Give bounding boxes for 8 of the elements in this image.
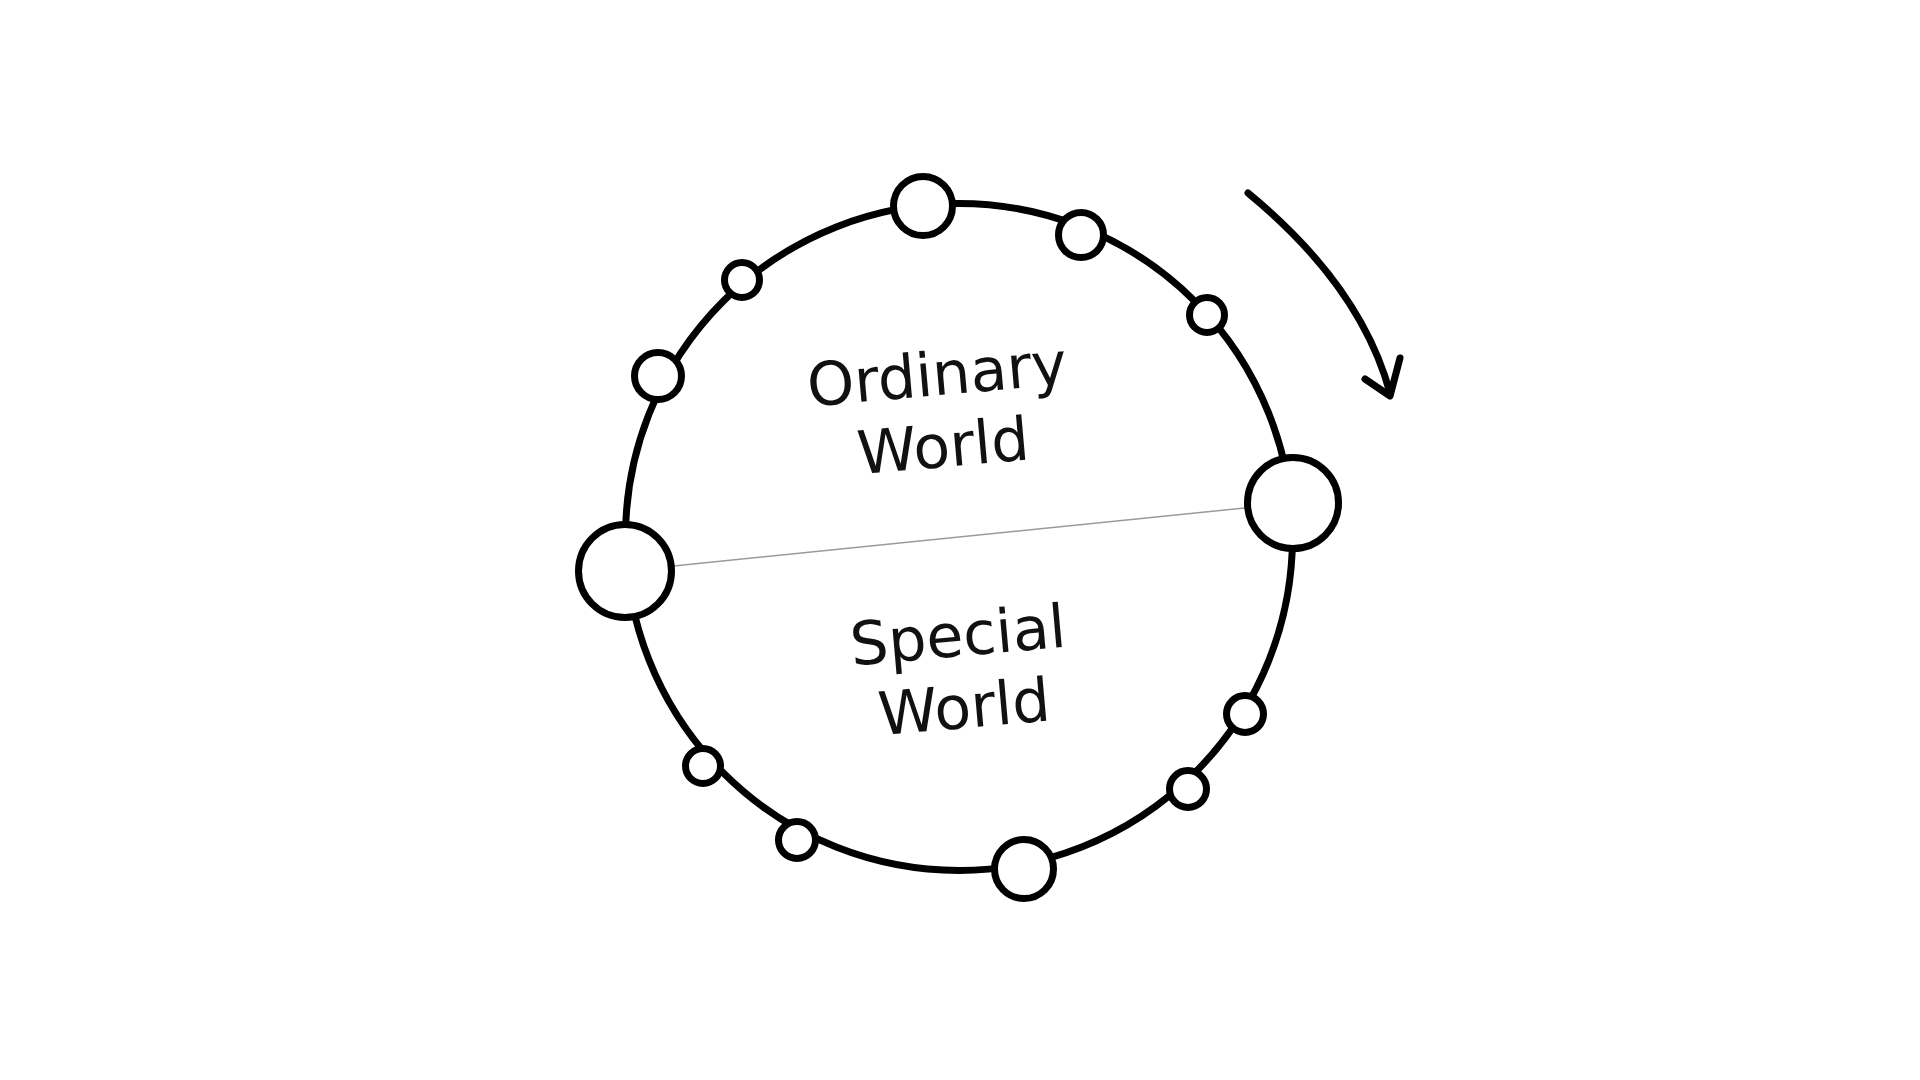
journey-circle xyxy=(622,200,1296,874)
stage-circle xyxy=(721,259,763,301)
stage-circle xyxy=(682,745,724,787)
region-label: Special World xyxy=(846,589,1070,752)
stage-circle xyxy=(775,818,819,862)
stage-circle xyxy=(1166,767,1210,811)
region-label: Ordinary World xyxy=(803,326,1071,491)
stage-circle xyxy=(631,349,685,403)
